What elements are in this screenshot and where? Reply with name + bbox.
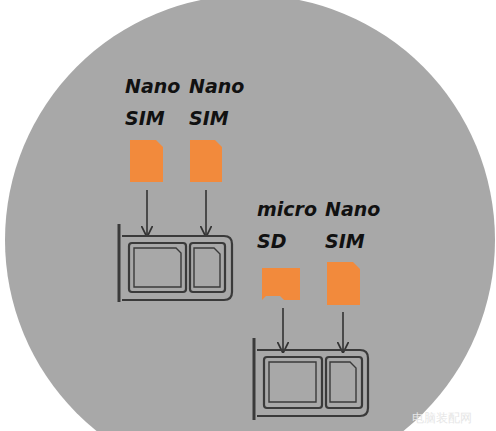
nano-sim-card [327, 262, 360, 305]
nano-sim-card [130, 140, 163, 182]
watermark: 电脑装配网 [412, 410, 472, 427]
card-label: Nano SIM [325, 193, 385, 257]
sim-sd-tray [254, 338, 368, 420]
micro-sd-card [262, 268, 300, 300]
nano-sim-card [190, 140, 222, 182]
arrows [147, 190, 343, 352]
background-circle [5, 0, 495, 431]
sim-tray [119, 224, 232, 302]
card-label: Nano SIM [189, 70, 249, 134]
card-label: micro SD [257, 193, 317, 257]
card-label: Nano SIM [125, 70, 185, 134]
